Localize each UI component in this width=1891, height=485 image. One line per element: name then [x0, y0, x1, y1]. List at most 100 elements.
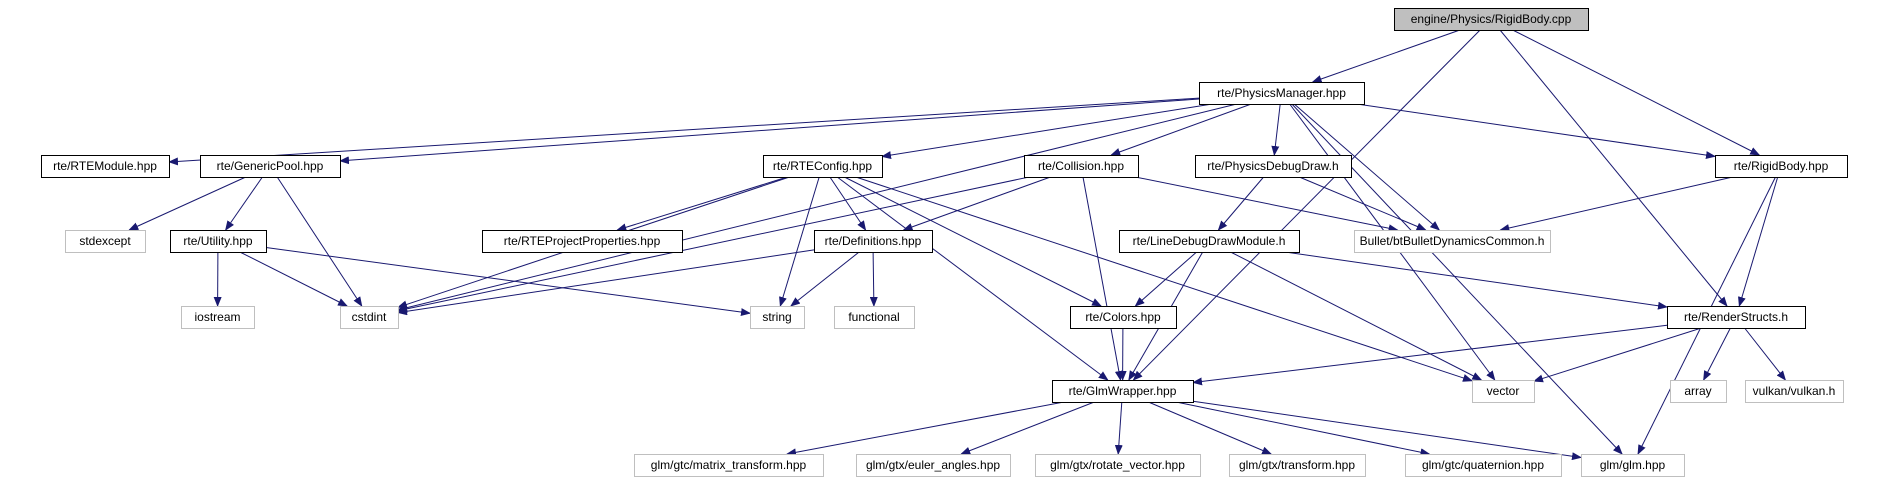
- node-box: [763, 155, 883, 178]
- node-quat: glm/gtc/quaternion.hpp: [1405, 454, 1562, 477]
- edge-pm-to-cstdint: [397, 103, 1237, 312]
- node-pm[interactable]: rte/PhysicsManager.hpp: [1199, 82, 1365, 105]
- node-label: iostream: [194, 310, 240, 324]
- node-box: [1119, 230, 1300, 253]
- node-util[interactable]: rte/Utility.hpp: [170, 230, 267, 253]
- node-tr: glm/gtx/transform.hpp: [1229, 454, 1366, 477]
- edge-rteconf-to-rteproj: [616, 176, 788, 232]
- edge-rteconf-to-defs: [829, 176, 867, 231]
- edge-pm-to-rteconf: [881, 103, 1213, 160]
- node-label: rte/RTEConfig.hpp: [773, 159, 872, 173]
- node-label: stdexcept: [79, 234, 131, 248]
- edge-util-to-cstdint: [239, 251, 348, 307]
- node-vulkan: vulkan/vulkan.h: [1745, 380, 1844, 403]
- node-box: [1229, 454, 1366, 477]
- edge-coll-to-cstdint: [397, 176, 1030, 313]
- edge-rs-to-vulkan: [1744, 327, 1787, 381]
- node-layer: engine/Physics/RigidBody.cpp rte/PhysicsM…: [41, 8, 1848, 477]
- node-functional: functional: [834, 306, 915, 329]
- node-label: array: [1684, 384, 1711, 398]
- node-label: rte/Collision.hpp: [1038, 159, 1124, 173]
- edge-root-to-pm: [1311, 29, 1461, 83]
- edge-pm-to-rb: [1356, 103, 1716, 160]
- node-box: [1199, 82, 1365, 105]
- node-box: [1070, 306, 1177, 329]
- node-label: glm/gtc/matrix_transform.hpp: [651, 458, 807, 472]
- edge-rb-to-rs: [1738, 176, 1779, 307]
- node-label: rte/RigidBody.hpp: [1734, 159, 1829, 173]
- edge-glmw-to-mt: [786, 401, 1064, 457]
- node-gpool[interactable]: rte/GenericPool.hpp: [200, 155, 341, 178]
- edge-coll-to-bullet: [1135, 176, 1399, 233]
- node-colors[interactable]: rte/Colors.hpp: [1070, 306, 1177, 329]
- node-stdexcept: stdexcept: [65, 230, 146, 253]
- node-box: [170, 230, 267, 253]
- edge-rb-to-bullet: [1499, 176, 1733, 232]
- node-coll[interactable]: rte/Collision.hpp: [1024, 155, 1139, 178]
- edge-pm-to-coll: [1110, 103, 1252, 156]
- node-label: glm/gtx/transform.hpp: [1239, 458, 1355, 472]
- edge-ldd-to-vector: [1230, 251, 1483, 381]
- node-rtemod[interactable]: rte/RTEModule.hpp: [41, 155, 170, 178]
- node-box: [200, 155, 341, 178]
- node-box: [1472, 380, 1535, 403]
- edge-pm-to-gpool: [339, 98, 1200, 165]
- node-box: [856, 454, 1011, 477]
- node-label: vulkan/vulkan.h: [1753, 384, 1836, 398]
- node-rteproj[interactable]: rte/RTEProjectProperties.hpp: [482, 230, 683, 253]
- edge-rs-to-glmw: [1192, 324, 1668, 386]
- node-label: string: [762, 310, 791, 324]
- node-ea: glm/gtx/euler_angles.hpp: [856, 454, 1011, 477]
- edge-rteconf-to-glmw: [836, 176, 1109, 381]
- edge-glmw-to-ea: [960, 401, 1095, 455]
- node-glm: glm/glm.hpp: [1581, 454, 1685, 477]
- node-box: [634, 454, 824, 477]
- edge-glmw-to-quat: [1175, 401, 1431, 457]
- edge-defs-to-cstdint: [397, 249, 815, 316]
- edge-rs-to-array: [1703, 327, 1731, 381]
- edge-root-to-rs: [1499, 29, 1728, 307]
- node-ldd[interactable]: rte/LineDebugDrawModule.h: [1119, 230, 1300, 253]
- node-box: [482, 230, 683, 253]
- node-pdd[interactable]: rte/PhysicsDebugDraw.h: [1195, 155, 1352, 178]
- edge-defs-to-string: [790, 251, 860, 307]
- node-box: [1405, 454, 1562, 477]
- edge-ldd-to-rs: [1285, 251, 1668, 310]
- edge-pdd-to-ldd: [1217, 176, 1264, 231]
- edge-coll-to-glmw: [1082, 176, 1123, 381]
- node-glmw[interactable]: rte/GlmWrapper.hpp: [1052, 380, 1194, 403]
- node-rs[interactable]: rte/RenderStructs.h: [1667, 306, 1806, 329]
- edge-glmw-to-rv: [1114, 401, 1123, 455]
- node-label: rte/RenderStructs.h: [1684, 310, 1788, 324]
- node-rv: glm/gtx/rotate_vector.hpp: [1035, 454, 1201, 477]
- edge-rteconf-to-string: [779, 176, 820, 307]
- node-box: [834, 306, 915, 329]
- edge-pm-to-pdd: [1271, 103, 1281, 156]
- edge-pdd-to-bullet: [1299, 176, 1427, 231]
- edge-coll-to-defs: [902, 176, 1051, 231]
- node-box: [750, 306, 805, 329]
- node-rb[interactable]: rte/RigidBody.hpp: [1715, 155, 1848, 178]
- node-defs[interactable]: rte/Definitions.hpp: [814, 230, 933, 253]
- node-label: functional: [848, 310, 899, 324]
- edge-glmw-to-tr: [1148, 401, 1273, 455]
- node-label: rte/Utility.hpp: [183, 234, 252, 248]
- edge-root-to-rb: [1512, 29, 1761, 156]
- node-label: rte/GenericPool.hpp: [217, 159, 324, 173]
- edge-util-to-string: [265, 247, 751, 317]
- node-root[interactable]: engine/Physics/RigidBody.cpp: [1394, 8, 1589, 31]
- node-box: [814, 230, 933, 253]
- edge-gpool-to-util: [225, 176, 263, 231]
- node-rteconf[interactable]: rte/RTEConfig.hpp: [763, 155, 883, 178]
- edge-pm-to-rtemod: [168, 97, 1200, 166]
- node-box: [1715, 155, 1848, 178]
- node-cstdint: cstdint: [340, 306, 399, 329]
- node-box: [65, 230, 146, 253]
- node-vector: vector: [1472, 380, 1535, 403]
- node-label: rte/RTEModule.hpp: [53, 159, 157, 173]
- edge-defs-to-functional: [869, 251, 878, 307]
- node-box: [1581, 454, 1685, 477]
- node-string: string: [750, 306, 805, 329]
- edge-ldd-to-colors: [1134, 251, 1197, 307]
